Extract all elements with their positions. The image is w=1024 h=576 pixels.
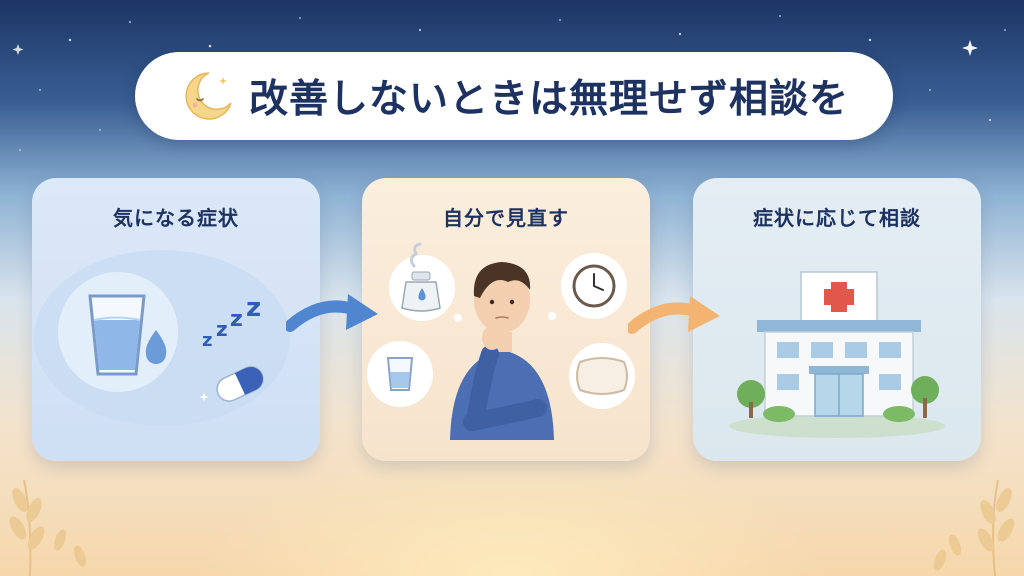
water-glass-icon (386, 357, 414, 391)
capsule-pill-icon (216, 366, 264, 402)
water-glass-icon (88, 294, 146, 376)
symptoms-illustration: z z z z (34, 250, 290, 426)
thinking-man-illustration (450, 262, 554, 440)
step-card-consult: 症状に応じて相談 (693, 178, 981, 461)
step-card-self-check: 自分で見直す (362, 178, 650, 461)
title-banner: 改善しないときは無理せず相談を (135, 52, 893, 140)
svg-text:z: z (230, 307, 243, 332)
svg-text:z: z (202, 330, 212, 351)
arrow-right-blue (286, 294, 378, 332)
clock-icon (572, 264, 616, 308)
arrow-right-orange (628, 296, 720, 334)
humidifier-icon (401, 242, 441, 312)
sleep-zzz-icon: z z z z (202, 293, 261, 351)
self-check-illustration (367, 242, 635, 440)
svg-text:z: z (246, 293, 261, 323)
tree-decoration (737, 376, 939, 422)
step-label: 症状に応じて相談 (753, 206, 921, 230)
svg-text:z: z (216, 317, 228, 341)
step-label: 気になる症状 (113, 206, 239, 230)
hospital-illustration (729, 271, 945, 438)
hospital-building-icon (757, 271, 921, 417)
red-cross-icon (824, 282, 854, 312)
page-title: 改善しないときは無理せず相談を (248, 77, 849, 122)
pillow-icon (576, 357, 628, 395)
water-drop-icon (145, 330, 167, 364)
crescent-moon-icon (185, 72, 232, 120)
step-card-symptoms: 気になる症状 z z z z (32, 178, 320, 461)
step-label: 自分で見直す (443, 206, 569, 230)
